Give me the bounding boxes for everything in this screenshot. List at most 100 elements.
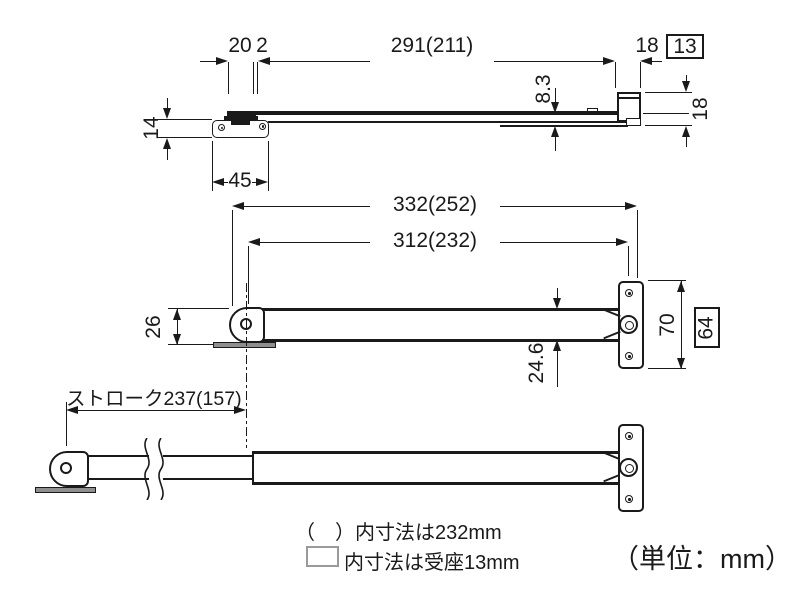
dimension-line [177, 309, 178, 345]
arrowhead [212, 178, 224, 186]
rod-top-edge [87, 455, 149, 457]
receiver-foot [626, 118, 641, 126]
extension-line [212, 141, 213, 191]
arrowhead [640, 57, 652, 65]
unit-note: （単位：mm） [612, 544, 792, 574]
dimension-line [500, 206, 625, 207]
rod-bottom-edge [163, 478, 253, 480]
paren-note: （ ）内寸法は232mm [295, 522, 502, 544]
arrowhead [616, 238, 628, 246]
arrowhead [232, 202, 244, 210]
dimension-line [557, 351, 558, 387]
dimension-line [167, 98, 168, 109]
dimension-line [686, 75, 687, 85]
arm-lower-edge [500, 125, 628, 127]
extension-line [257, 62, 258, 94]
extension-line [640, 62, 641, 88]
extension-line [648, 280, 686, 281]
arrowhead [553, 340, 561, 351]
arrowhead [258, 57, 270, 65]
extension-line [643, 113, 689, 114]
dimension-line [681, 281, 682, 369]
dimension-line [167, 149, 168, 160]
dim-label-14: 14 [140, 116, 163, 140]
dimension-line [270, 61, 370, 62]
dim-label-45: 45 [228, 169, 252, 192]
arrowhead [682, 126, 690, 137]
center-line [246, 283, 247, 448]
tube-top-edge [252, 451, 622, 454]
extension-line [232, 210, 233, 306]
arrowhead [551, 126, 559, 137]
dim-label-312: 312(232) [392, 229, 478, 252]
dimension-line [224, 182, 228, 183]
dimension-line [260, 242, 370, 243]
dim-label-64: 64 [695, 315, 719, 340]
extension-line [645, 125, 692, 126]
tube-end-line [252, 451, 254, 484]
slide-bar-top-edge [255, 111, 641, 115]
dimension-line [686, 137, 687, 147]
cam-mechanism [231, 120, 250, 125]
extension-line [628, 246, 629, 276]
dimension-line [555, 137, 556, 151]
extension-line [268, 141, 269, 191]
extension-line [645, 92, 692, 93]
arrowhead [66, 406, 78, 414]
pivot-rivet-inner [624, 463, 634, 473]
dim-label-291: 291(211) [390, 34, 474, 57]
arrowhead [256, 178, 268, 186]
dimension-line [252, 182, 256, 183]
dim-label-70: 70 [656, 313, 679, 337]
dim-label-18-top: 18 [635, 34, 659, 57]
dimension-line [557, 288, 558, 298]
tube-bottom-edge [252, 482, 622, 485]
arrowhead [173, 334, 181, 345]
rod-bottom-edge [87, 478, 149, 480]
extension-line [158, 119, 212, 120]
dimension-line [200, 61, 217, 62]
arrowhead [551, 102, 559, 113]
extension-line [66, 402, 67, 446]
screw-hole-center [261, 125, 264, 128]
arrowhead [216, 57, 228, 65]
dimension-line [652, 61, 662, 62]
dim-label-13: 13 [673, 34, 697, 58]
break-line [144, 438, 164, 500]
latch-notch [587, 108, 598, 112]
extension-line [248, 246, 249, 304]
arrowhead [173, 309, 181, 320]
screw-hole-center [628, 292, 631, 295]
arm-bottom-edge [260, 339, 620, 342]
boxed-dim-64: 64 [694, 307, 720, 348]
extension-line [158, 137, 212, 138]
arrowhead [603, 57, 615, 65]
screw-hole-center [220, 126, 223, 129]
legend-box-symbol [306, 546, 339, 567]
arrowhead [677, 281, 685, 292]
extension-line [168, 344, 214, 345]
arm-top-edge [260, 308, 620, 311]
cam-mechanism [224, 116, 258, 120]
arrowhead [234, 406, 246, 414]
dimension-line [555, 88, 556, 102]
slide-bar-bottom-edge [268, 121, 641, 123]
stroke-dimension-label: ストローク237(157) [66, 388, 242, 410]
box-note: 内寸法は受座13mm [344, 552, 520, 574]
extension-line [637, 210, 638, 278]
arrowhead [677, 358, 685, 369]
dimension-line [78, 410, 234, 411]
receiver-cap-line [619, 97, 639, 99]
dimension-line [244, 206, 370, 207]
rod-top-edge [163, 455, 253, 457]
arrowhead [163, 138, 171, 149]
arrowhead [248, 238, 260, 246]
arrowhead [553, 298, 561, 309]
extension-line [648, 368, 686, 369]
extension-line [253, 62, 254, 94]
dim-label-24-6: 24.6 [525, 342, 548, 384]
screw-hole-center [628, 435, 631, 438]
extension-line [168, 308, 229, 309]
screw-hole-center [628, 355, 631, 358]
